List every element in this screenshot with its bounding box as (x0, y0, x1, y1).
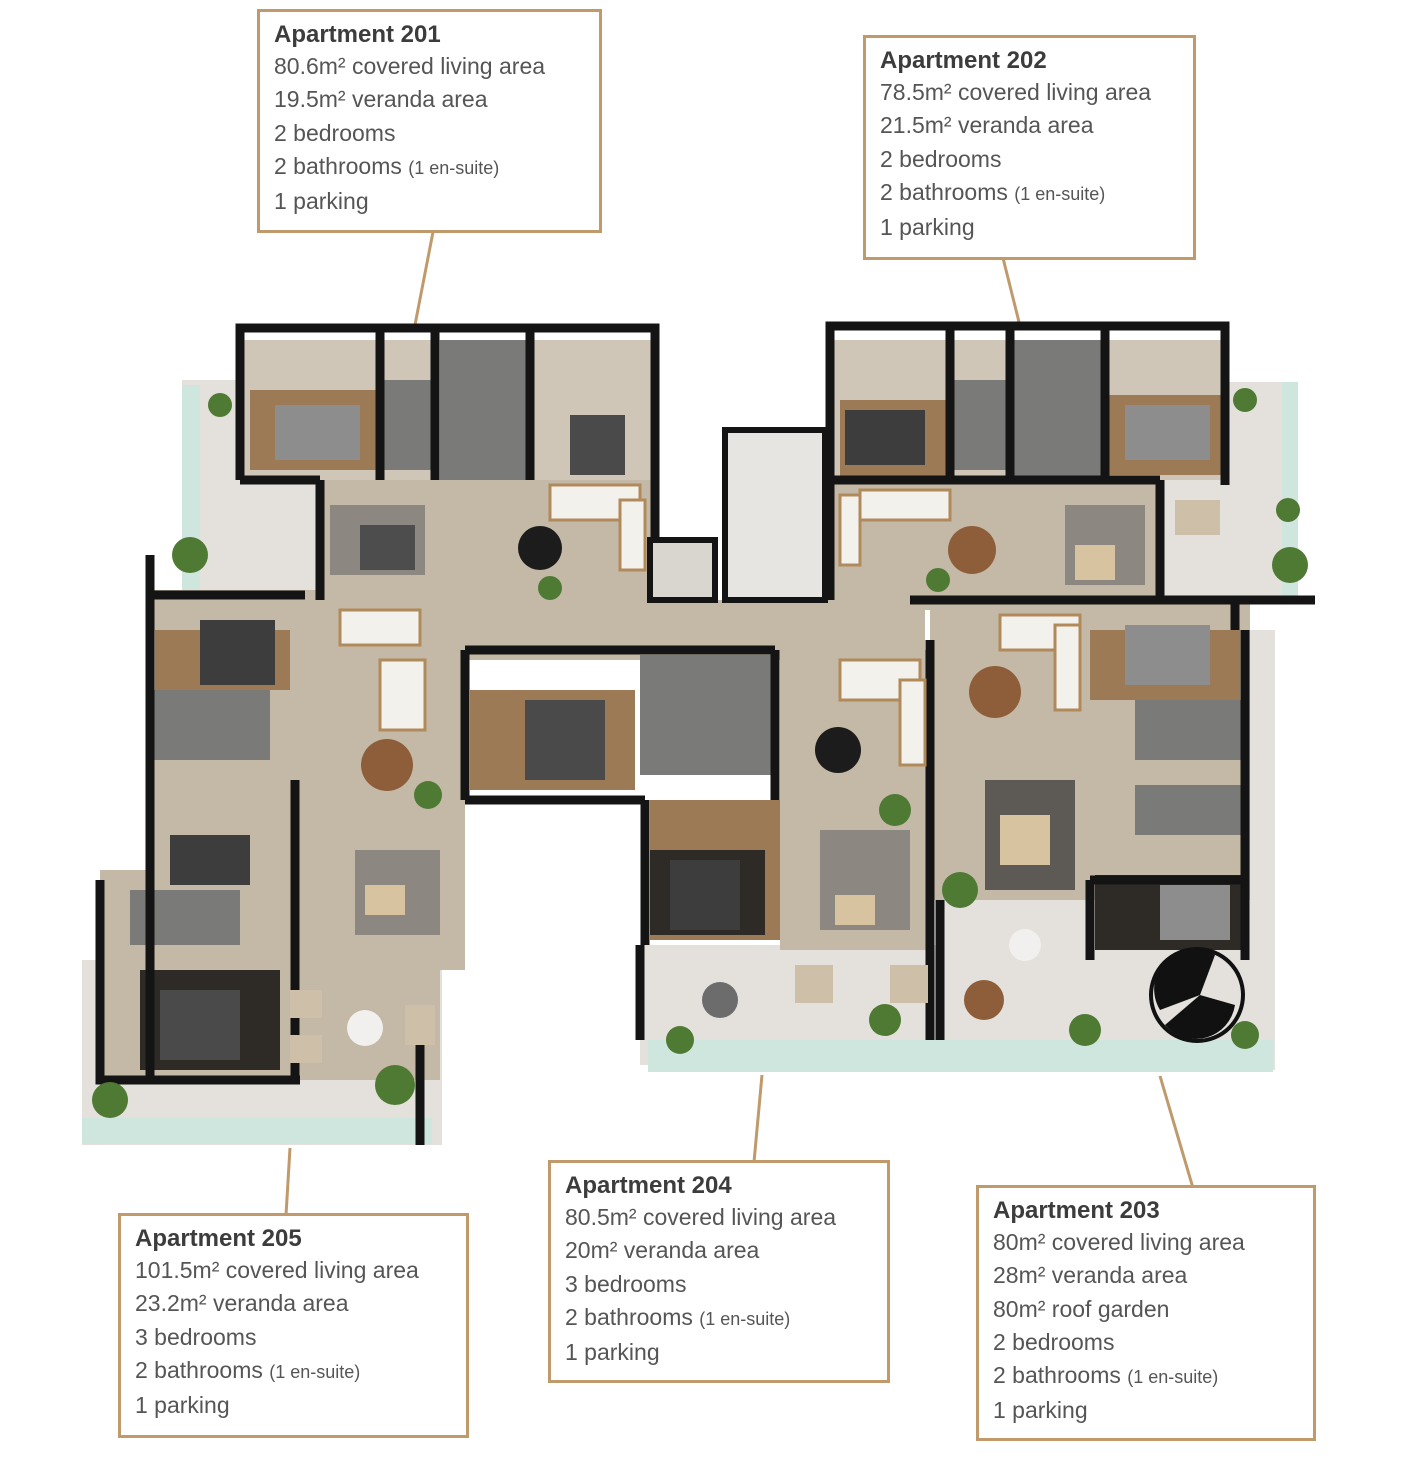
dining-table-icon (969, 666, 1021, 718)
connector-201 (412, 231, 435, 331)
bed-icon (1160, 885, 1230, 940)
plant-icon (1272, 547, 1308, 583)
beds (160, 405, 1230, 1060)
spec-line: 23.2m² veranda area (135, 1290, 349, 1317)
dining-table-icon (361, 739, 413, 791)
apartment-204-card: Apartment 204 80.5m² covered living area… (548, 1160, 890, 1383)
spec-line: 1 parking (993, 1397, 1088, 1424)
bed-icon (525, 700, 605, 780)
plant-icon (879, 794, 911, 826)
plant-icon (942, 872, 978, 908)
connector-203 (1158, 1075, 1195, 1189)
spec-line: 28m² veranda area (993, 1262, 1188, 1289)
connector-202 (1001, 257, 1022, 327)
spec-line: 101.5m² covered living area (135, 1257, 419, 1283)
dining-table-icon (964, 980, 1004, 1020)
plant-icon (375, 1065, 415, 1105)
bed-icon (170, 835, 250, 885)
spec-line: 80.5m² covered living area (565, 1204, 837, 1230)
plant-icon (1069, 1014, 1101, 1046)
dining-table-icon (702, 982, 738, 1018)
apartment-202-card: Apartment 202 78.5m² covered living area… (863, 35, 1196, 260)
spec-line: 1 parking (880, 214, 975, 241)
plants (92, 388, 1308, 1118)
apartment-204-title: Apartment 204 (565, 1172, 732, 1199)
bed-icon (275, 405, 360, 460)
bed-icon (1125, 405, 1210, 460)
bed-icon (670, 860, 740, 930)
spec-line: 2 bathrooms (1 en-suite) (135, 1356, 361, 1383)
apartment-205-title: Apartment 205 (135, 1225, 302, 1252)
spec-line: 19.5m² veranda area (274, 86, 488, 113)
dining-table-icon (815, 727, 861, 773)
bed-icon (160, 990, 240, 1060)
plant-icon (666, 1026, 694, 1054)
spec-line: 80m² covered living area (993, 1229, 1245, 1255)
spec-line: 1 parking (274, 188, 369, 215)
plant-icon (172, 537, 208, 573)
bed-icon (570, 415, 625, 475)
connector-204 (752, 1074, 764, 1163)
connector-lines (284, 231, 1195, 1216)
plant-icon (1231, 1021, 1259, 1049)
connector-205 (284, 1147, 292, 1216)
spec-line: 2 bathrooms (1 en-suite) (274, 152, 500, 179)
spec-line: 2 bathrooms (1 en-suite) (993, 1362, 1219, 1389)
spec-line: 20m² veranda area (565, 1237, 760, 1264)
plant-icon (414, 781, 442, 809)
kitchen-counters (338, 483, 1082, 767)
spec-line: 3 bedrooms (135, 1323, 257, 1350)
plant-icon (538, 576, 562, 600)
apartment-201-title: Apartment 201 (274, 21, 441, 48)
living-areas (330, 505, 1145, 935)
spec-line: 2 bedrooms (880, 145, 1002, 172)
dining-table-icon (518, 526, 562, 570)
walls (95, 321, 1315, 1145)
spec-line: 80.6m² covered living area (274, 53, 546, 79)
spiral-stair-icon (1149, 947, 1245, 1043)
spec-line: 21.5m² veranda area (880, 112, 1094, 139)
dining-table-icon (948, 526, 996, 574)
apartment-201-card: Apartment 201 80.6m² covered living area… (257, 9, 602, 233)
spec-line: 2 bathrooms (1 en-suite) (880, 178, 1106, 205)
bathrooms (130, 340, 1245, 945)
spec-line: 1 parking (565, 1339, 660, 1366)
plant-icon (869, 1004, 901, 1036)
bed-icon (845, 410, 925, 465)
spec-line: 2 bedrooms (993, 1328, 1115, 1355)
dining-tables (361, 526, 1021, 1020)
plant-icon (92, 1082, 128, 1118)
plant-icon (926, 568, 950, 592)
terrace-furniture (290, 500, 1220, 1063)
spec-line: 78.5m² covered living area (880, 79, 1152, 105)
lift (647, 537, 718, 603)
apartment-205-card: Apartment 205 101.5m² covered living are… (118, 1213, 469, 1438)
spec-line: 3 bedrooms (565, 1270, 687, 1297)
plant-icon (1276, 498, 1300, 522)
apartment-203-card: Apartment 203 80m² covered living area 2… (976, 1185, 1316, 1441)
bed-icon (200, 620, 275, 685)
plant-icon (1233, 388, 1257, 412)
spec-line: 2 bedrooms (274, 119, 396, 146)
plant-icon (208, 393, 232, 417)
bed-icon (1125, 625, 1210, 685)
apartment-203-title: Apartment 203 (993, 1197, 1160, 1224)
spec-line: 80m² roof garden (993, 1295, 1170, 1322)
spec-line: 2 bathrooms (1 en-suite) (565, 1303, 791, 1330)
stair-core (722, 427, 828, 603)
spec-line: 1 parking (135, 1392, 230, 1419)
apartment-202-title: Apartment 202 (880, 47, 1047, 74)
